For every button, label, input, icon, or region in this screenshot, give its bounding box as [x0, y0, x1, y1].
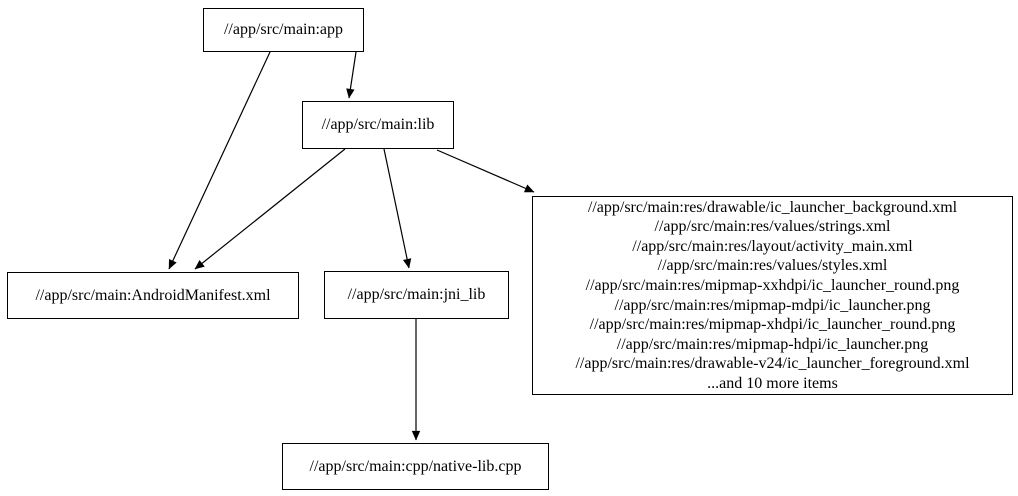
resource-more-items: ...and 10 more items: [707, 374, 838, 392]
node-jni-lib-label: //app/src/main:jni_lib: [347, 286, 486, 304]
node-native-lib-cpp: //app/src/main:cpp/native-lib.cpp: [282, 443, 549, 490]
node-android-manifest-label: //app/src/main:AndroidManifest.xml: [35, 286, 271, 304]
edge-app-to-lib: [346, 51, 357, 99]
node-native-lib-cpp-label: //app/src/main:cpp/native-lib.cpp: [309, 457, 522, 475]
resource-item: //app/src/main:res/mipmap-xxhdpi/ic_laun…: [585, 276, 960, 294]
node-android-manifest: //app/src/main:AndroidManifest.xml: [7, 272, 299, 319]
resource-item: //app/src/main:res/mipmap-mdpi/ic_launch…: [614, 296, 931, 314]
resource-item: //app/src/main:res/mipmap-xhdpi/ic_launc…: [589, 316, 956, 334]
node-app-label: //app/src/main:app: [223, 21, 344, 39]
edge-lib-to-jni-lib: [383, 148, 412, 269]
resource-item: //app/src/main:res/layout/activity_main.…: [632, 237, 913, 255]
node-jni-lib: //app/src/main:jni_lib: [324, 271, 509, 319]
edge-lib-to-resources: [436, 149, 535, 193]
resource-item: //app/src/main:res/values/styles.xml: [657, 257, 888, 275]
node-app: //app/src/main:app: [203, 8, 364, 52]
edge-app-to-android-manifest: [168, 51, 271, 270]
node-resources-group: //app/src/main:res/drawable/ic_launcher_…: [532, 196, 1013, 395]
edge-lib-to-android-manifest: [194, 148, 346, 270]
resource-item: //app/src/main:res/drawable-v24/ic_launc…: [575, 355, 970, 373]
node-lib: //app/src/main:lib: [302, 101, 454, 149]
resource-item: //app/src/main:res/values/strings.xml: [654, 218, 891, 236]
node-lib-label: //app/src/main:lib: [321, 116, 435, 134]
resource-item: //app/src/main:res/drawable/ic_launcher_…: [587, 198, 958, 216]
resource-item: //app/src/main:res/mipmap-hdpi/ic_launch…: [616, 335, 929, 353]
